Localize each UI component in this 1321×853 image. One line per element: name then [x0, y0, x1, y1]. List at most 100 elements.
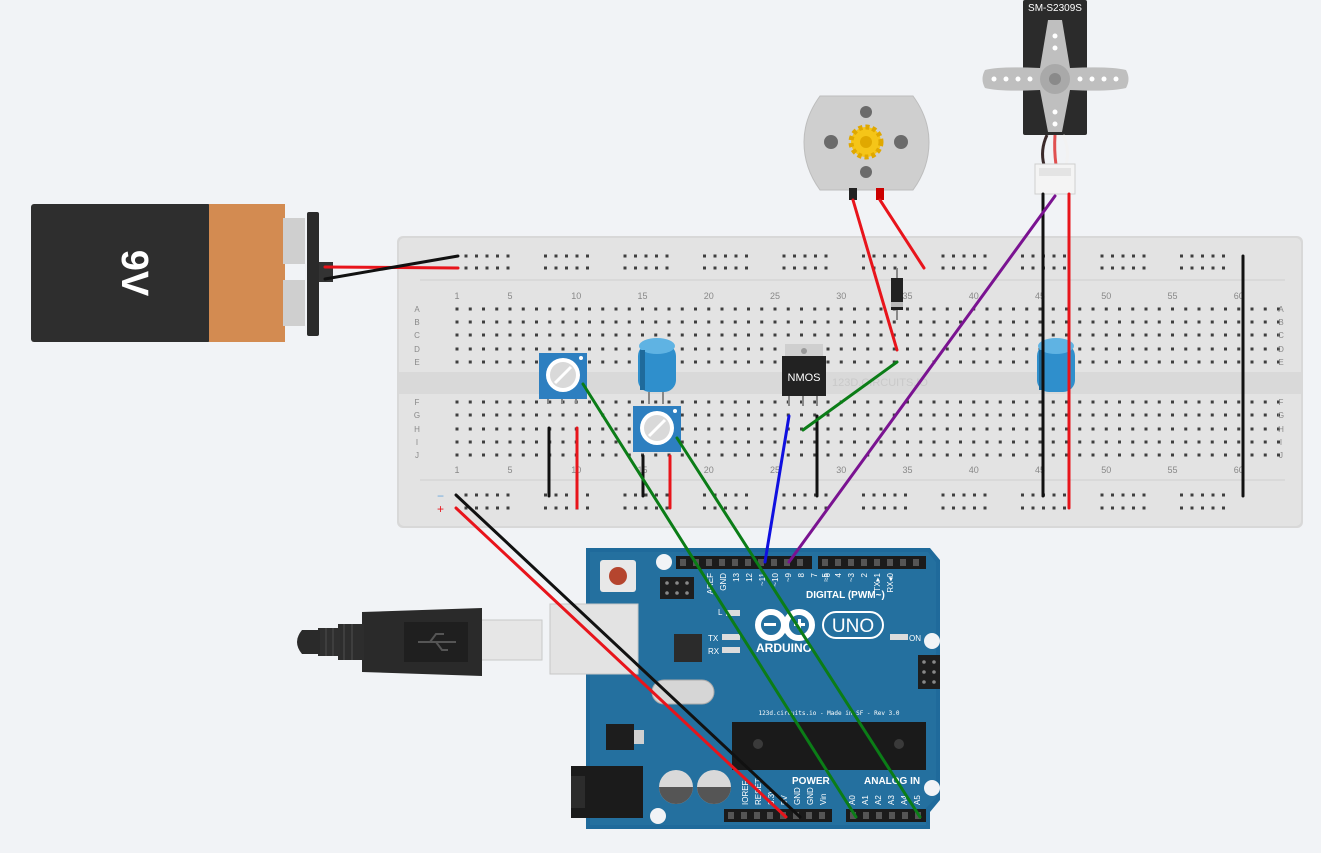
wire-motor-red — [878, 198, 926, 270]
breadboard-column-number: 20 — [704, 291, 714, 301]
breadboard-row-letter: F — [1279, 398, 1284, 407]
arduino-pin-label: IOREF — [741, 780, 750, 805]
breadboard-column-number: 60 — [1234, 291, 1244, 301]
breadboard-column-number: 35 — [902, 465, 912, 475]
arduino-logo-icon — [755, 609, 815, 641]
breadboard-column-number: 40 — [969, 465, 979, 475]
breadboard-column-number: 35 — [902, 291, 912, 301]
breadboard-row-letter: D — [414, 345, 420, 354]
wires — [323, 192, 1245, 819]
arduino-pin-label: 12 — [745, 572, 754, 581]
breadboard-column-number: 1 — [454, 465, 459, 475]
breadboard-row-letter: B — [414, 318, 419, 327]
arduino-pin-label: 4 — [834, 572, 843, 577]
usb-cable — [297, 608, 543, 676]
usb-symbol-icon — [418, 633, 456, 651]
breadboard-watermark: 123D.CIRCUITS.IO — [832, 377, 928, 389]
wire-red-5v — [454, 506, 788, 819]
arduino-pin-label: 2 — [860, 572, 869, 577]
reset-button[interactable] — [600, 560, 636, 592]
breadboard-row-letter: I — [416, 438, 418, 447]
arduino-pin-label: Vin — [819, 794, 828, 805]
arduino-pin-label: 3.3V — [767, 788, 776, 805]
rx-led-label: RX — [708, 647, 720, 656]
rail-minus-symbol: − — [437, 489, 444, 503]
servo-label: SM-S2309S — [1028, 3, 1082, 14]
arduino-pin-label: ~3 — [847, 572, 856, 582]
arduino-pin-label: GND — [793, 787, 802, 805]
digital-header-label: DIGITAL (PWM~) — [806, 590, 885, 601]
wire-battery-black — [323, 254, 460, 281]
breadboard-column-number: 55 — [1167, 465, 1177, 475]
capacitor-1 — [638, 338, 676, 404]
arduino-model-label: UNO — [832, 616, 874, 637]
l-led-label: L — [718, 608, 723, 617]
potentiometer-1[interactable] — [539, 353, 587, 404]
breadboard-row-letter: H — [414, 425, 420, 434]
arduino-pin-label: 13 — [732, 572, 741, 581]
breadboard-row-letter: B — [1278, 318, 1283, 327]
arduino-brand-label: ARDUINO — [756, 641, 812, 655]
analog-header-label: ANALOG IN — [864, 776, 920, 787]
arduino-pin-label: A4 — [900, 795, 909, 805]
breadboard-column-number: 15 — [637, 291, 647, 301]
on-led-label: ON — [909, 634, 921, 643]
arduino-pin-label: 7 — [810, 572, 819, 577]
wire-pot2-green — [675, 436, 922, 819]
breadboard-column-number: 50 — [1101, 465, 1111, 475]
breadboard-column-number: 5 — [507, 291, 512, 301]
breadboard-column-number: 30 — [836, 291, 846, 301]
arduino-pin-label: A2 — [874, 795, 883, 805]
breadboard-column-number: 10 — [571, 291, 581, 301]
breadboard-column-number: 60 — [1234, 465, 1244, 475]
arduino-uno-board: UNO ARDUINO DIGITAL (PWM~) POWER ANALOG … — [549, 548, 940, 829]
tx-led-label: TX — [708, 634, 719, 643]
wire-purple-pin9 — [787, 194, 1057, 564]
breadboard-column-number: 30 — [836, 465, 846, 475]
arduino-pin-label: A5 — [913, 795, 922, 805]
arduino-pin-label: ~6 — [823, 572, 832, 582]
breadboard-row-letter: A — [1278, 305, 1284, 314]
breadboard-row-letter: D — [1278, 345, 1284, 354]
breadboard-column-number: 55 — [1167, 291, 1177, 301]
wire-blue-pin10 — [763, 414, 791, 564]
arduino-pin-label: 5V — [780, 795, 789, 805]
breadboard-column-number: 25 — [770, 291, 780, 301]
breadboard-row-letter: J — [415, 451, 419, 460]
gear-icon — [848, 124, 884, 160]
breadboard-column-number: 45 — [1035, 465, 1045, 475]
arduino-pin-label: A1 — [861, 795, 870, 805]
potentiometer-2[interactable] — [633, 406, 681, 452]
mosfet-nmos: NMOS — [782, 344, 826, 406]
breadboard-row-letter: C — [414, 331, 420, 340]
wire-black-gnd — [454, 493, 802, 819]
battery-label: 9V — [113, 250, 155, 297]
breadboard-column-number: 20 — [704, 465, 714, 475]
breadboard-row-letter: C — [1278, 331, 1284, 340]
wire-pot1-green — [581, 382, 858, 819]
breadboard-column-number: 1 — [454, 291, 459, 301]
arduino-pin-label: ~5 — [821, 572, 830, 582]
breadboard-column-number: 45 — [1035, 291, 1045, 301]
breadboard-row-letter: I — [1280, 438, 1282, 447]
breadboard-column-number: 40 — [969, 291, 979, 301]
diode — [891, 268, 903, 320]
breadboard-row-letter: E — [414, 358, 419, 367]
dc-motor — [803, 95, 930, 200]
breadboard-row-letter: F — [415, 398, 420, 407]
mosfet-label: NMOS — [788, 372, 821, 384]
servo-motor: SM-S2309S — [982, 0, 1129, 195]
breadboard-row-letter: G — [1278, 411, 1284, 420]
breadboard-row-letter: A — [414, 305, 420, 314]
arduino-pin-label: ~9 — [784, 572, 793, 582]
breadboard-row-letter: E — [1278, 358, 1283, 367]
rail-plus-symbol: + — [437, 502, 444, 516]
breadboard-row-letter: H — [1278, 425, 1284, 434]
arduino-pin-label: RX◂0 — [886, 572, 895, 592]
battery-9v: 9V — [31, 204, 333, 342]
arduino-made-text: 123d.circuits.io - Made in SF - Rev 3.0 — [759, 710, 900, 717]
